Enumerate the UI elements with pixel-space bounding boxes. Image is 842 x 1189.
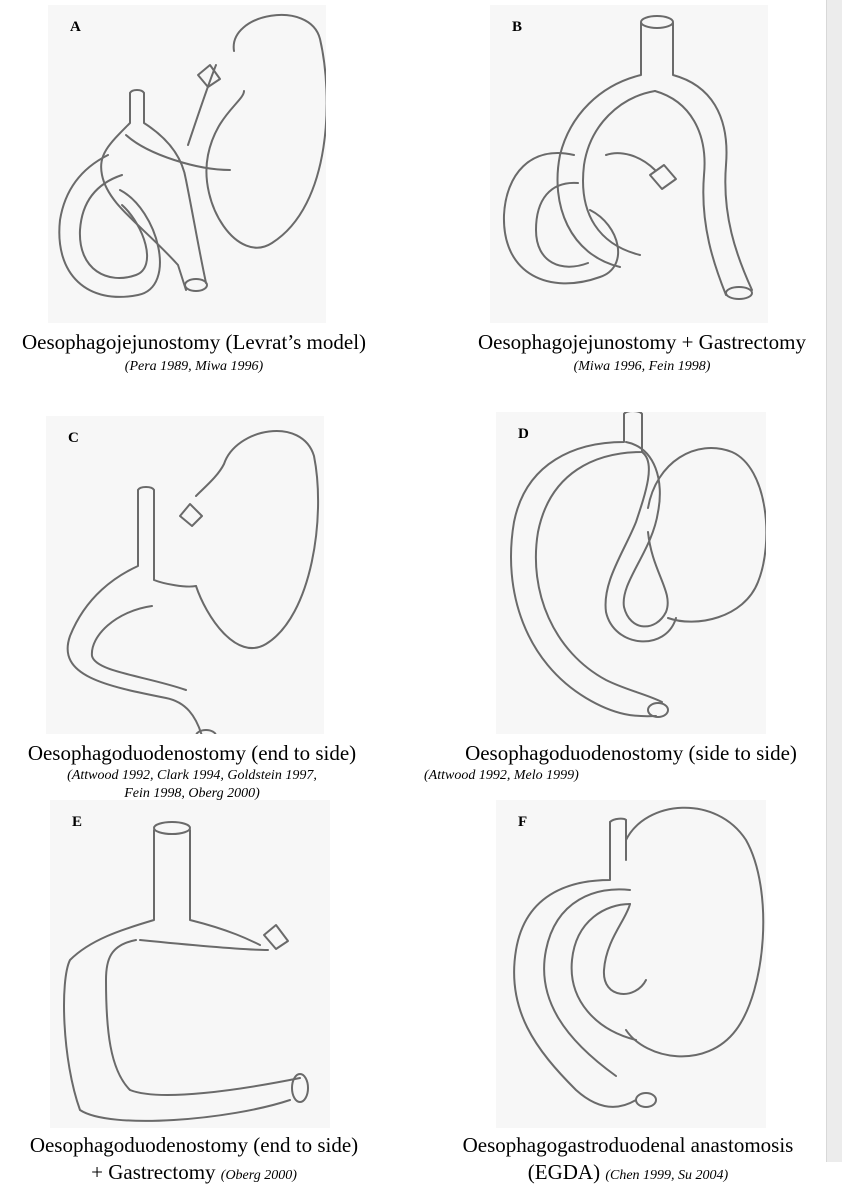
sketch-f: F [496,800,766,1128]
caption-e-line1: Oesophagoduodenostomy (end to side) [0,1133,388,1157]
page-margin-bar [826,0,842,1162]
caption-f-line1: Oesophagogastroduodenal anastomosis [430,1133,826,1157]
sketch-e: E [50,800,330,1128]
caption-c: Oesophagoduodenostomy (end to side) [0,741,384,765]
citation-c-line1: (Attwood 1992, Clark 1994, Goldstein 199… [0,767,384,785]
sketch-b: B [490,5,768,323]
panel-letter-e: E [72,814,82,831]
panel-letter-b: B [512,19,522,36]
illustration-c [46,416,324,734]
caption-a: Oesophagojejunostomy (Levrat’s model) [0,330,388,354]
panel-letter-f: F [518,814,527,831]
citation-a: (Pera 1989, Miwa 1996) [0,358,388,376]
panel-letter-a: A [70,19,81,36]
caption-e-line2: + Gastrectomy (Oberg 2000) [0,1160,388,1188]
illustration-b [490,5,768,323]
illustration-a [48,5,326,323]
panel-letter-d: D [518,426,529,443]
citation-b: (Miwa 1996, Fein 1998) [446,358,838,376]
illustration-f [496,800,766,1128]
sketch-d: D [496,412,766,734]
citation-e: (Oberg 2000) [221,1168,297,1183]
caption-b: Oesophagojejunostomy + Gastrectomy [446,330,838,354]
citation-d: (Attwood 1992, Melo 1999) [424,767,644,785]
panel-letter-c: C [68,430,79,447]
caption-d: Oesophagoduodenostomy (side to side) [436,741,826,765]
caption-f-line2: (EGDA) (Chen 1999, Su 2004) [430,1160,826,1188]
sketch-c: C [46,416,324,734]
illustration-d [496,412,766,734]
illustration-e [50,800,330,1128]
caption-f-text: (EGDA) [528,1160,600,1184]
caption-e-text: + Gastrectomy [91,1160,215,1184]
sketch-a: A [48,5,326,323]
citation-f: (Chen 1999, Su 2004) [605,1168,728,1183]
